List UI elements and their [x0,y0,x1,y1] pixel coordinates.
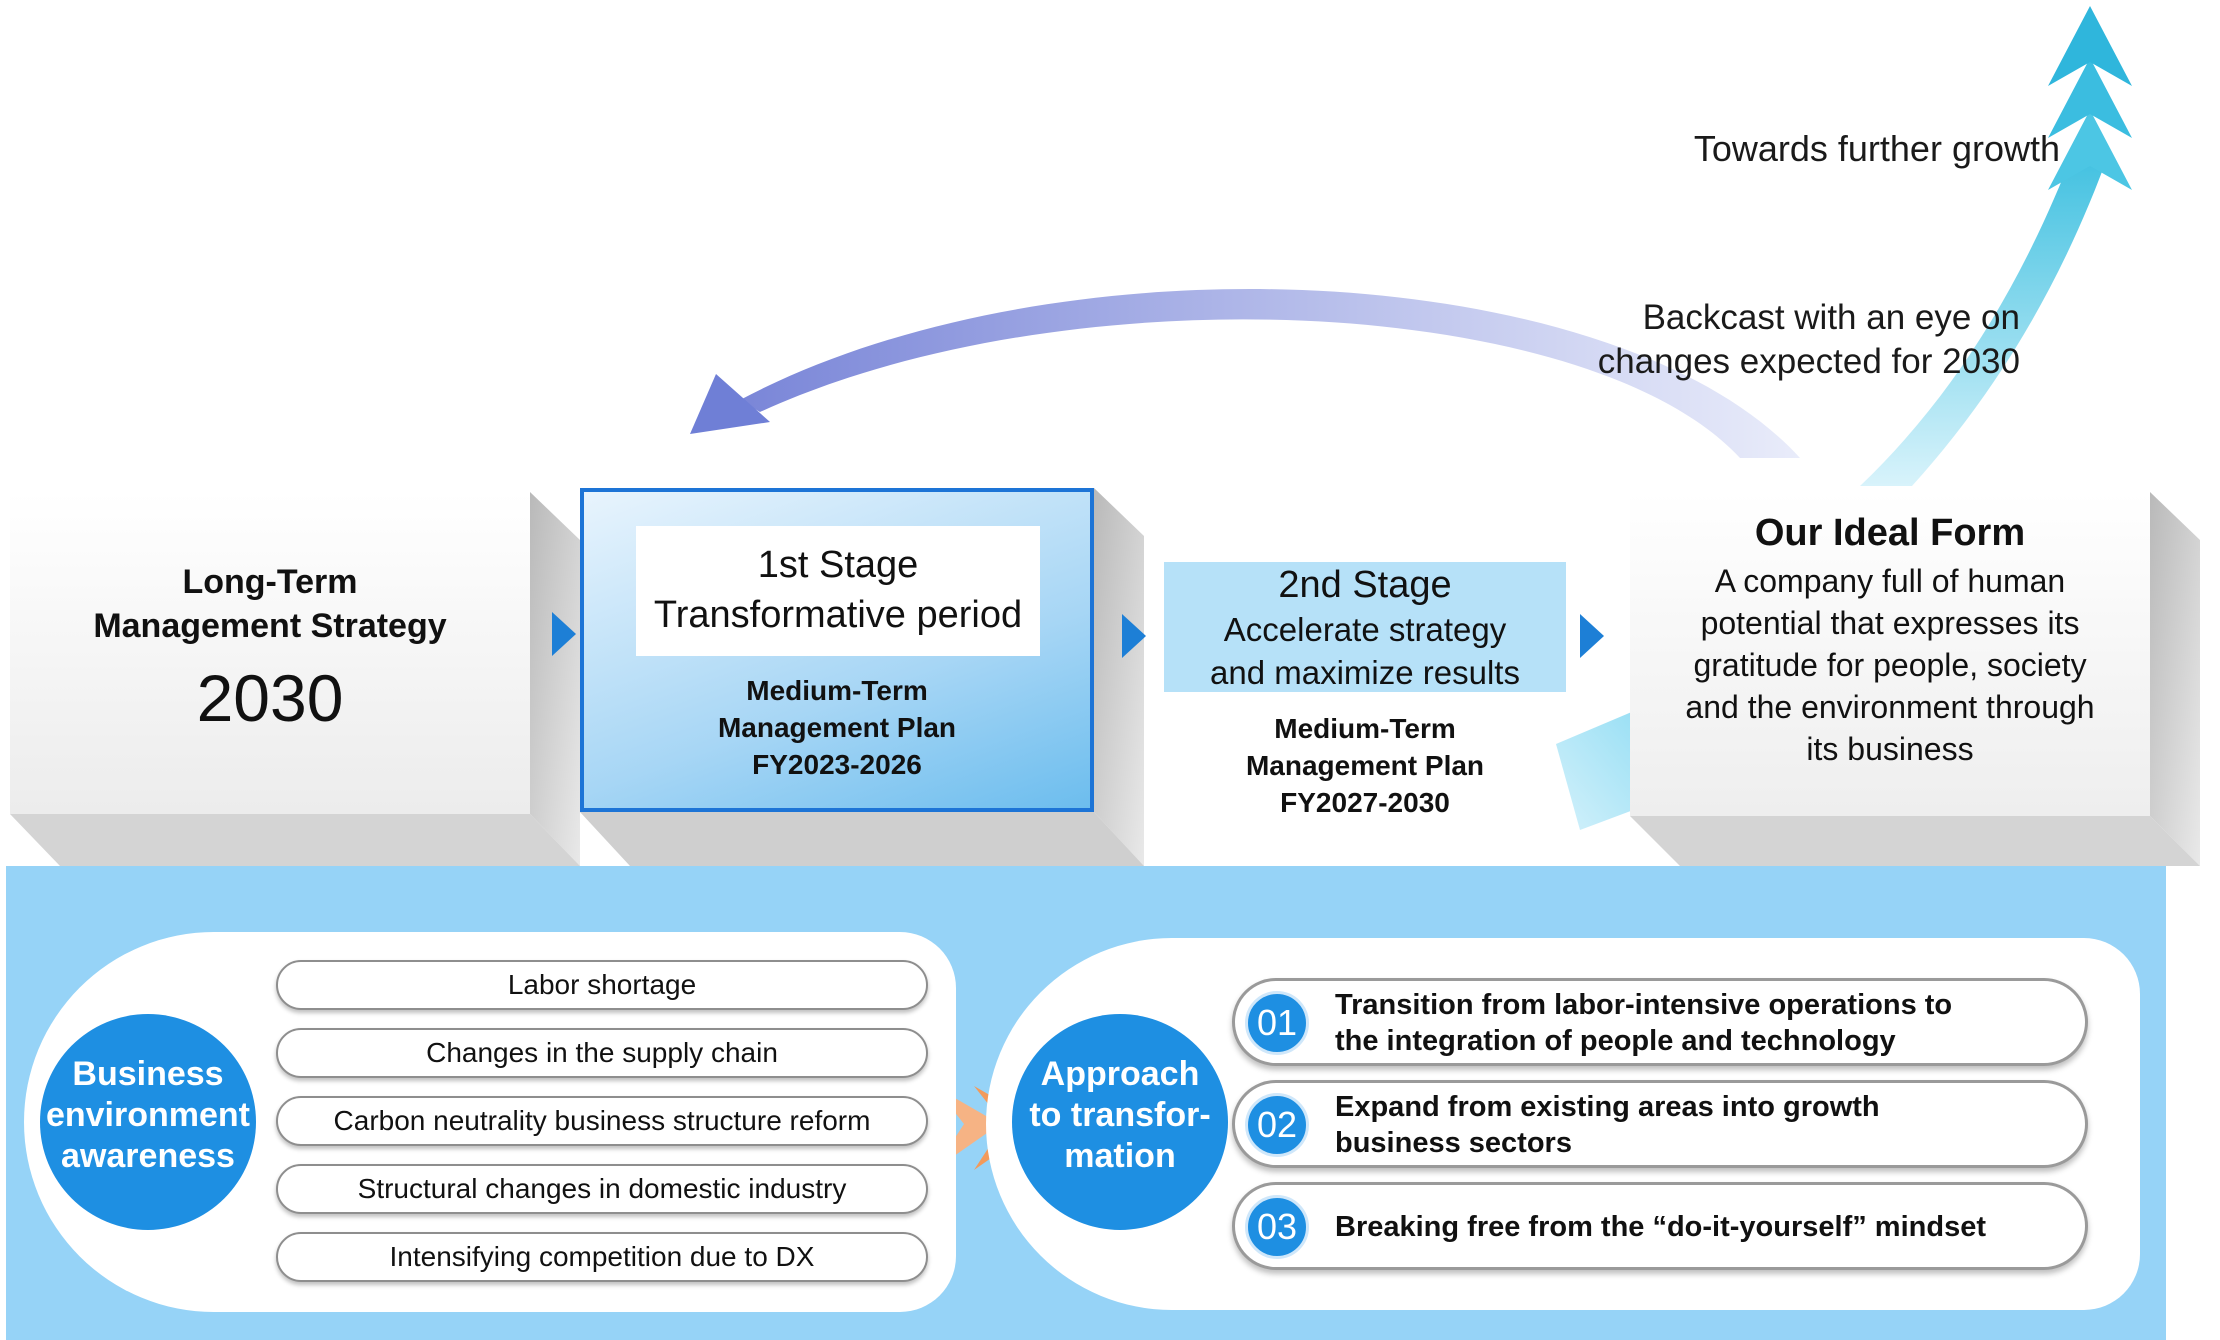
environment-item: Carbon neutrality business structure ref… [276,1096,928,1146]
stage2-plan: Medium-Term Management Plan FY2027-2030 [1245,713,1485,818]
long-term-strategy-box [10,492,530,814]
approach-item-text: Expand from existing areas into growth b… [1335,1091,1880,1159]
growth-arrow [1860,150,2110,486]
growth-chevron-2 [2048,58,2132,138]
growth-label: Towards further growth [1693,128,2060,169]
stage1-heading: 1st Stage Transformative period [636,540,1040,640]
approach-label: Approach to transfor- mation [1029,1055,1211,1175]
stage2-header-panel [1164,562,1566,692]
backcast-label: Backcast with an eye on changes expected… [1597,298,2020,381]
long-term-strategy-title: Long-Term Management Strategy [93,563,447,645]
growth-chevron-3 [2048,6,2132,86]
number-badge: 01 [1245,991,1309,1055]
stage1-header-panel [636,526,1040,656]
stage1-title: 1st Stage [757,544,919,586]
approach-item-text: Transition from labor-intensive operatio… [1335,989,1953,1057]
number-badge: 03 [1245,1195,1309,1259]
environment-item: Changes in the supply chain [276,1028,928,1078]
ideal-form-box [1630,492,2150,816]
environment-item: Labor shortage [276,960,928,1010]
backcast-arrowhead [690,374,770,434]
business-environment-circle [40,1014,256,1230]
stage2-subtitle: Accelerate strategy and maximize results [1210,611,1520,691]
environment-item: Structural changes in domestic industry [276,1164,928,1214]
environment-item: Intensifying competition due to DX [276,1232,928,1282]
approach-item-02: 02 Expand from existing areas into growt… [1232,1080,2088,1168]
approach-item-01: 01 Transition from labor-intensive opera… [1232,978,2088,1066]
ideal-form-title: Our Ideal Form [1754,512,2026,554]
backcast-arrow [740,289,1800,458]
approach-item-text: Breaking free from the “do-it-yourself” … [1335,1211,1986,1243]
stage-arrow-2 [1122,614,1146,658]
stage2-title: 2nd Stage [1278,564,1452,606]
approach-circle [1012,1014,1228,1230]
approach-item-03: 03 Breaking free from the “do-it-yoursel… [1232,1182,2088,1270]
stage1-subtitle: Transformative period [653,594,1023,636]
stage-arrow-3 [1580,614,1604,658]
business-environment-label: Business environment awareness [45,1055,251,1175]
long-term-strategy-year: 2030 [196,661,344,735]
stage-arrow-1 [552,612,576,656]
ideal-form-description: A company full of human potential that e… [1685,563,2095,767]
number-badge: 02 [1245,1093,1309,1157]
growth-chevron-1 [2048,110,2132,190]
stage1-plan: Medium-Term Management Plan FY2023-2026 [717,675,957,780]
